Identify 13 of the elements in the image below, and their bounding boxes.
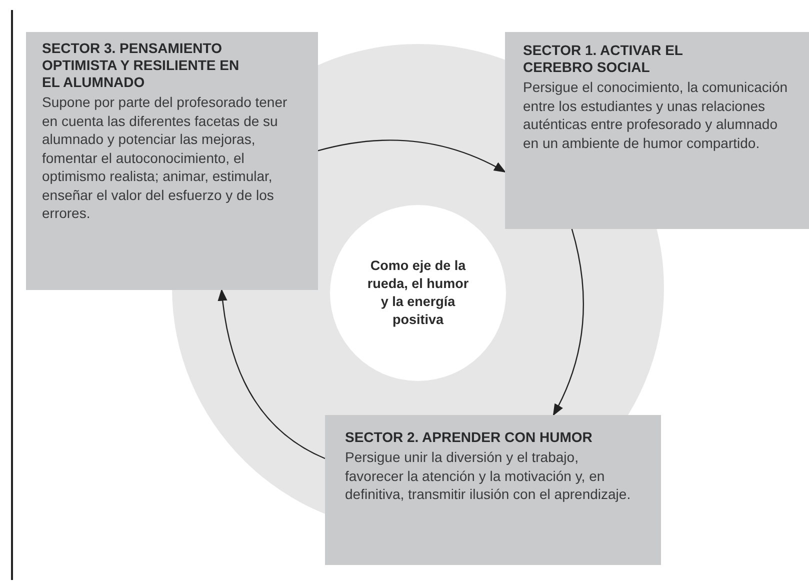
sector-description: Supone por parte del profesorado tener en cuenta las diferentes facetas de su alumnado y potenciar las mejoras, fomentar el autoconocimiento, el optimismo realista; animar, estimular, enseñar el valor del esfuerzo y de los errores. xyxy=(42,93,288,222)
center-text: Como eje de la rueda, el humor y la energía positiva xyxy=(366,257,470,329)
sector-box xyxy=(505,32,809,229)
curved-arrow xyxy=(318,140,506,172)
sector-heading: SECTOR 1. ACTIVAR EL CEREBRO SOCIAL xyxy=(523,42,684,76)
sector-box xyxy=(26,32,318,290)
sector-description: Persigue el conocimiento, la comunicación entre los estudiantes y unas relaciones auténticas entre profesorado y alumnado en un ambiente de humor compartido. xyxy=(523,78,789,152)
curved-arrow xyxy=(552,228,584,416)
sector-heading: SECTOR 2. APRENDER CON HUMOR xyxy=(345,429,594,446)
sector-heading: SECTOR 3. PENSAMIENTO OPTIMISTA Y RESILIENTE EN EL ALUMNADO xyxy=(42,40,240,91)
curved-arrow xyxy=(218,288,326,460)
sector-box xyxy=(325,415,661,565)
sector-description: Persigue unir la diversión y el trabajo, favorecer la atención y la motivación y, en definitiva, transmitir ilusión con el aprendizaje. xyxy=(345,448,632,504)
